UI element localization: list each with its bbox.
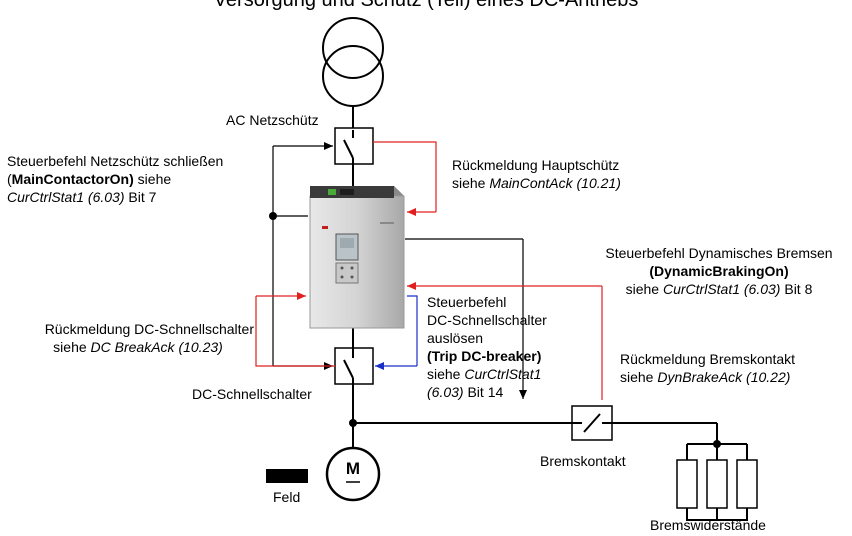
field-winding bbox=[266, 469, 308, 483]
label-brake-resistors: Bremswiderstände bbox=[650, 517, 766, 533]
transformer-symbol bbox=[322, 17, 384, 107]
motor-symbol bbox=[325, 446, 381, 502]
brake-contact-symbol bbox=[571, 405, 613, 441]
junction-dot bbox=[269, 212, 277, 220]
label-ac-contactor: AC Netzschütz bbox=[226, 112, 319, 128]
label-dc-breaker-feedback: Rückmeldung DC-Schnellschalter siehe DC … bbox=[44, 321, 254, 355]
label-brake-contact-feedback: Rückmeldung Bremskontakt siehe DynBrakeA… bbox=[620, 351, 796, 385]
brake-resistors-symbol bbox=[676, 423, 758, 521]
label-dc-breaker: DC-Schnellschalter bbox=[192, 386, 312, 402]
trip-command-line bbox=[375, 295, 418, 370]
dc-breaker-symbol bbox=[334, 347, 374, 385]
feedback-lines bbox=[255, 141, 603, 400]
label-main-contactor-feedback: Rückmeldung Hauptschütz siehe MainContAc… bbox=[452, 157, 621, 191]
diagram-title: Versorgung und Schutz (Teil) eines DC-An… bbox=[213, 0, 639, 11]
ac-contactor-symbol bbox=[334, 127, 374, 165]
drive-unit bbox=[309, 186, 405, 329]
label-field: Feld bbox=[273, 489, 301, 505]
label-trip-dc-breaker-command: Steuerbefehl DC-Schnellschalter auslösen… bbox=[427, 294, 547, 400]
label-brake-contact: Bremskontakt bbox=[540, 453, 626, 469]
power-line bbox=[352, 106, 717, 448]
label-main-contactor-command: Steuerbefehl Netzschütz schließen (MainC… bbox=[7, 153, 224, 205]
junction-dot bbox=[349, 419, 357, 427]
label-dynamic-braking-command: Steuerbefehl Dynamisches Bremsen (Dynami… bbox=[605, 245, 833, 297]
junction-dot bbox=[713, 440, 721, 448]
motor-letter: M bbox=[345, 459, 361, 478]
